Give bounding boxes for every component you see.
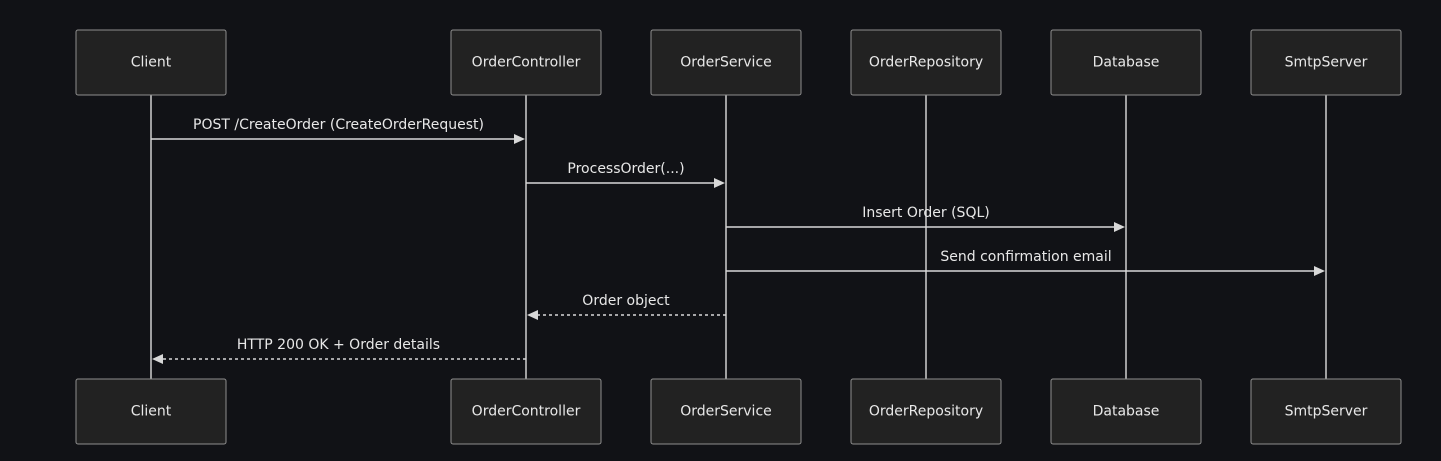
participant-label: Client	[131, 55, 172, 71]
participant-smtp-top: SmtpServer	[1250, 29, 1402, 96]
arrowhead-icon	[714, 178, 725, 188]
message-label: HTTP 200 OK + Order details	[237, 337, 440, 353]
message-3: Insert Order (SQL)	[726, 205, 1125, 232]
participant-controller-bottom: OrderController	[450, 378, 602, 445]
participant-smtp-bottom: SmtpServer	[1250, 378, 1402, 445]
participant-label: OrderRepository	[869, 55, 983, 71]
arrowhead-icon	[527, 310, 538, 320]
arrowhead-icon	[1314, 266, 1325, 276]
participant-box	[450, 29, 602, 96]
arrowhead-icon	[514, 134, 525, 144]
participant-box	[1050, 29, 1202, 96]
participant-box	[1050, 378, 1202, 445]
message-label: ProcessOrder(...)	[567, 161, 684, 177]
arrowhead-icon	[152, 354, 163, 364]
participant-label: OrderRepository	[869, 404, 983, 420]
participant-database-top: Database	[1050, 29, 1202, 96]
message-5: Order object	[527, 293, 726, 320]
participant-service-bottom: OrderService	[650, 378, 802, 445]
message-label: Send confirmation email	[940, 249, 1111, 265]
participant-controller-top: OrderController	[450, 29, 602, 96]
participant-service-top: OrderService	[650, 29, 802, 96]
participant-box	[650, 29, 802, 96]
participant-box	[75, 29, 227, 96]
participant-label: SmtpServer	[1285, 404, 1368, 420]
participant-label: SmtpServer	[1285, 55, 1368, 71]
participant-box	[850, 29, 1002, 96]
participant-label: OrderController	[472, 55, 581, 71]
arrowhead-icon	[1114, 222, 1125, 232]
participant-box	[450, 378, 602, 445]
participant-client-top: Client	[75, 29, 227, 96]
participants-top: Client OrderController OrderService OrderRe…	[75, 29, 1402, 96]
message-2: ProcessOrder(...)	[526, 161, 725, 188]
message-4: Send confirmation email	[726, 249, 1325, 276]
participant-box	[1250, 29, 1402, 96]
participant-database-bottom: Database	[1050, 378, 1202, 445]
participant-label: Client	[131, 404, 172, 420]
participant-box	[650, 378, 802, 445]
participant-box	[75, 378, 227, 445]
participant-client-bottom: Client	[75, 378, 227, 445]
participant-repository-bottom: OrderRepository	[850, 378, 1002, 445]
lifelines	[150, 95, 1327, 379]
participant-label: OrderController	[472, 404, 581, 420]
participant-box	[850, 378, 1002, 445]
message-1: POST /CreateOrder (CreateOrderRequest)	[151, 117, 525, 144]
message-label: POST /CreateOrder (CreateOrderRequest)	[193, 117, 484, 133]
participant-label: OrderService	[680, 55, 772, 71]
message-label: Insert Order (SQL)	[862, 205, 989, 221]
participant-label: OrderService	[680, 404, 772, 420]
participants-bottom: Client OrderController OrderService OrderRe…	[75, 378, 1402, 445]
participant-box	[1250, 378, 1402, 445]
messages: POST /CreateOrder (CreateOrderRequest) Pr…	[151, 117, 1325, 364]
message-6: HTTP 200 OK + Order details	[152, 337, 526, 364]
participant-label: Database	[1093, 55, 1160, 71]
message-label: Order object	[582, 293, 670, 309]
participant-repository-top: OrderRepository	[850, 29, 1002, 96]
participant-label: Database	[1093, 404, 1160, 420]
